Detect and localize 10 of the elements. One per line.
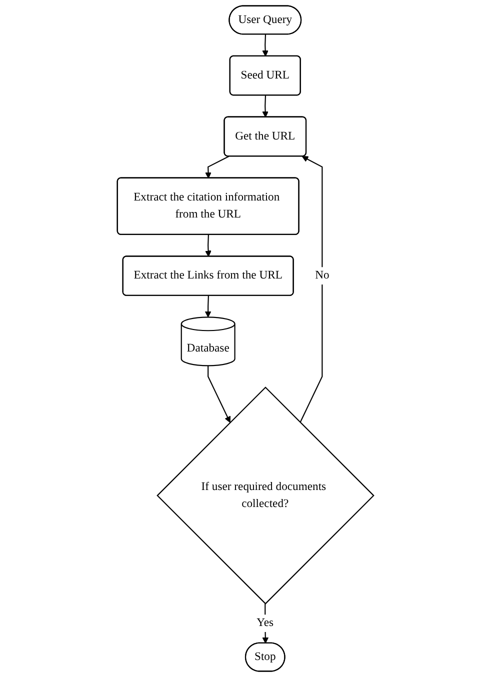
edge-label: No: [315, 269, 330, 282]
arrow: [205, 156, 230, 178]
arrow: [262, 95, 268, 118]
arrow: [300, 156, 323, 423]
arrow: [204, 296, 212, 318]
node-diamond: If user required documents collected?: [156, 386, 374, 604]
arrow: [205, 234, 212, 257]
arrow: [262, 34, 268, 57]
arrow: [208, 366, 230, 423]
edge-label: Yes: [256, 616, 274, 630]
